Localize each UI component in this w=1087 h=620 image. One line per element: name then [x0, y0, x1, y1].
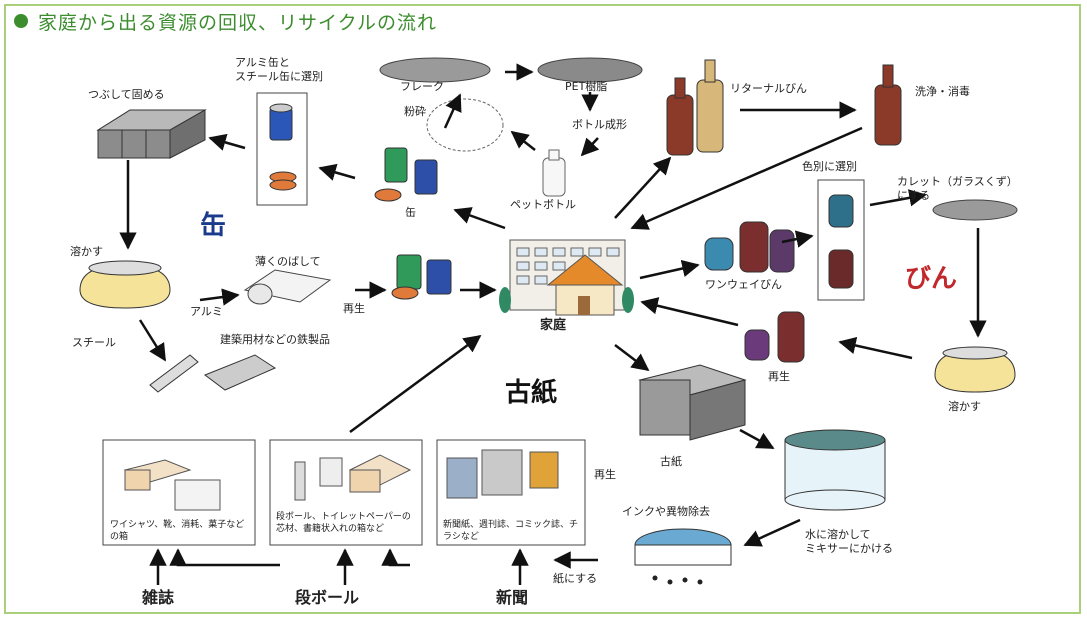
bottle-melting-furnace — [934, 346, 1016, 393]
label-home: 家庭 — [540, 318, 567, 333]
regenerated-bottles — [744, 311, 805, 363]
label-one-way: ワンウェイびん — [705, 278, 782, 291]
label-kogami: 古紙 — [660, 455, 682, 468]
label-building: 建築用材などの鉄製品 — [220, 333, 330, 346]
cullet-pile — [932, 199, 1018, 221]
regenerated-cans — [391, 254, 452, 300]
cans-group — [374, 147, 438, 202]
section-can: 缶 — [200, 211, 227, 241]
label-regen-bottle: 再生 — [768, 370, 790, 383]
label-stretch: 薄くのばして — [255, 255, 321, 268]
label-sort-cans: アルミ缶と スチール缶に選別 — [235, 56, 323, 83]
ink-removal-machine — [634, 528, 732, 585]
color-sort-box — [817, 179, 865, 301]
section-bottle: びん — [905, 264, 958, 294]
label-regen-paper: 再生 — [594, 468, 616, 481]
box-items-3 — [446, 449, 559, 499]
waste-paper-stack — [638, 364, 747, 441]
label-color-sort: 色別に選別 — [802, 160, 857, 173]
label-crush: つぶして固める — [88, 88, 165, 101]
text-newspaper-products: 新聞紙、週刊誌、コミック誌、チラシなど — [443, 520, 579, 542]
page-title: 家庭から出る資源の回収、リサイクルの流れ — [38, 12, 438, 34]
text-magazine-products: ワイシャツ、靴、消耗、菓子などの箱 — [110, 520, 245, 542]
label-mixer: 水に溶かして ミキサーにかける — [805, 528, 893, 555]
box-items-1 — [123, 459, 221, 511]
flow-arrows — [119, 63, 987, 585]
aluminum-roll — [243, 269, 332, 305]
can-melting-furnace — [79, 260, 171, 309]
pet-bottle-illustration — [542, 149, 566, 197]
label-pet-bottle: ペットボトル — [510, 198, 576, 211]
label-flake: フレーク — [400, 80, 444, 93]
source-newspaper: 新聞 — [496, 588, 529, 607]
label-regen-can: 再生 — [343, 302, 365, 315]
label-pet-resin: PET樹脂 — [565, 80, 608, 93]
label-returnable: リターナルびん — [730, 82, 807, 95]
label-ink: インクや異物除去 — [622, 505, 710, 518]
crushed-can-blocks — [96, 109, 207, 159]
label-melt-can: 溶かす — [70, 245, 103, 258]
crusher — [426, 98, 504, 152]
text-cardboard-products: 段ボール、トイレットペーパーの芯材、書籍状入れの箱など — [276, 512, 411, 534]
label-steel: スチール — [72, 336, 116, 349]
title-bullet — [14, 14, 28, 28]
steel-products — [149, 354, 277, 393]
section-paper: 古紙 — [505, 378, 558, 408]
label-bottle-forming: ボトル成形 — [572, 118, 627, 131]
flake-pile — [379, 57, 491, 83]
label-can: 缶 — [405, 206, 416, 219]
label-pulverize: 粉砕 — [404, 105, 426, 118]
diagram-frame — [4, 4, 1081, 614]
box-items-2 — [294, 454, 412, 501]
label-alumi: アルミ — [190, 305, 223, 318]
source-magazine: 雑誌 — [142, 588, 175, 607]
source-cardboard: 段ボール — [295, 588, 360, 607]
house-illustration — [499, 239, 634, 316]
returnable-bottles — [666, 59, 724, 156]
label-melt-bottle: 溶かす — [948, 400, 981, 413]
mixer-tank — [784, 429, 886, 511]
one-way-bottles — [704, 221, 795, 273]
label-cullet: カレット（ガラスくず） にする — [897, 175, 1018, 202]
label-wash: 洗浄・消毒 — [915, 85, 970, 98]
washed-bottle — [874, 64, 902, 146]
sorted-cans-box — [256, 92, 308, 206]
label-make-paper: 紙にする — [553, 572, 598, 585]
pet-resin-pile — [537, 57, 643, 83]
